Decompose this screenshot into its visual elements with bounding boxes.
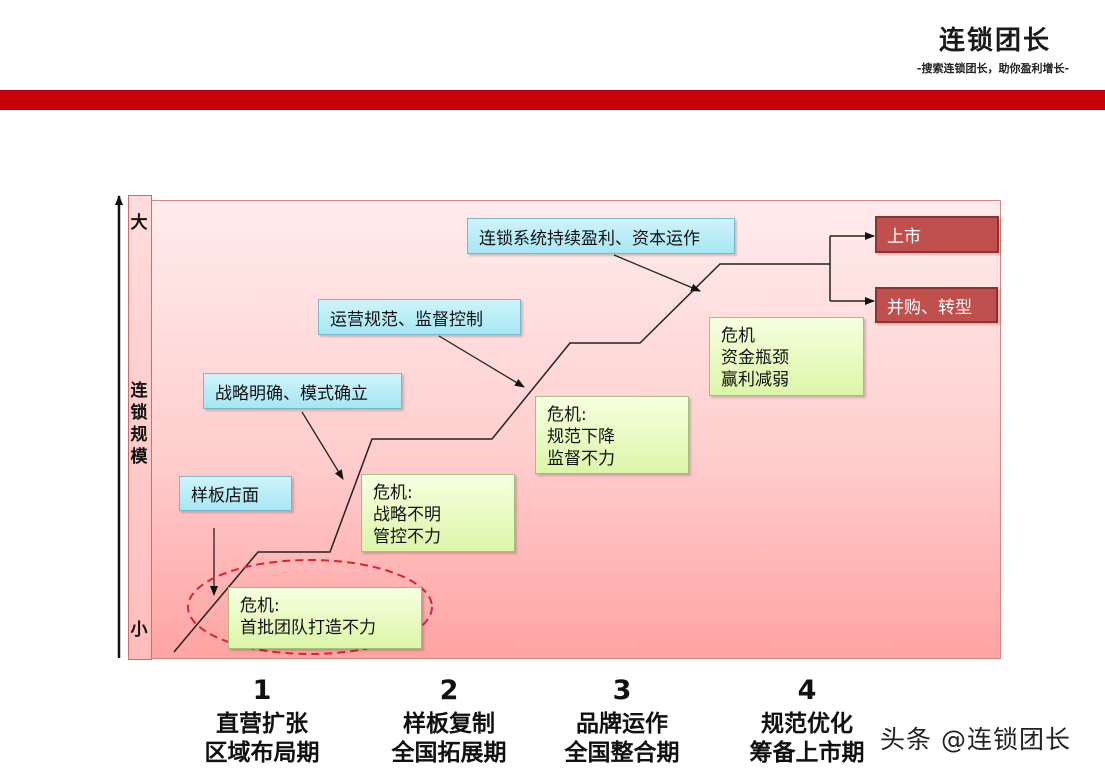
crisis-item: 战略不明 [373,505,441,525]
stage-period: 区域布局期 [204,740,320,766]
stage-title: 直营扩张 [216,711,308,737]
milestone-box-1: 样板店面 [179,476,292,511]
stage-period: 全国拓展期 [391,740,507,766]
axis-title-char: 规 [130,425,148,445]
axis-title: 连 锁 规 模 [128,380,150,468]
milestone-label-4: 连锁系统持续盈利、资本运作 [479,228,700,249]
callout-arrow-3 [438,335,525,388]
outcome-box-merge: 并购、转型 [875,287,998,323]
axis-title-char: 连 [130,381,148,401]
crisis-box-3: 危机: 规范下降 监督不力 [535,396,689,474]
crisis-item: 监督不力 [547,449,615,469]
axis-bottom-label: 小 [130,620,148,640]
crisis-heading: 危机 [721,326,755,346]
stage-number: 4 [797,675,817,706]
highlight-ellipse [187,559,433,655]
crisis-box-4: 危机 资金瓶颈 赢利减弱 [709,317,864,396]
crisis-item: 首批团队打造不力 [240,618,376,638]
stage-period: 全国整合期 [564,740,680,766]
crisis-item: 资金瓶颈 [721,348,789,368]
crisis-heading: 危机: [547,405,587,425]
stage-2: 2 样板复制 全国拓展期 [364,676,534,768]
stage-title: 品牌运作 [576,711,668,737]
milestone-label-3: 运营规范、监督控制 [330,309,483,330]
crisis-item: 规范下降 [547,427,615,447]
crisis-item: 赢利减弱 [721,370,789,390]
brand-title: 连锁团长 [938,26,1051,56]
crisis-box-1: 危机: 首批团队打造不力 [228,587,422,649]
outcome-label-merge: 并购、转型 [887,297,972,318]
axis-top-label: 大 [130,213,148,233]
crisis-item: 管控不力 [373,527,441,547]
axis-title-char: 锁 [130,403,148,423]
stage-4: 4 规范优化 筹备上市期 [722,676,892,768]
crisis-heading: 危机: [240,596,280,616]
milestone-box-4: 连锁系统持续盈利、资本运作 [467,218,735,254]
milestone-box-3: 运营规范、监督控制 [318,299,521,335]
milestone-label-2: 战略明确、模式确立 [215,383,368,404]
milestone-box-2: 战略明确、模式确立 [203,373,402,409]
stage-number: 3 [612,675,632,706]
milestone-label-1: 样板店面 [191,486,259,506]
outcome-label-ipo: 上市 [887,227,921,247]
brand-slogan: -搜索连锁团长，助你盈利增长- [916,62,1070,75]
watermark: 头条 @连锁团长 [880,725,1071,754]
stage-period: 筹备上市期 [749,740,865,766]
stage-1: 1 直营扩张 区域布局期 [177,676,347,768]
stage-number: 2 [439,675,459,706]
callout-arrow-4 [613,254,701,292]
stage-title: 样板复制 [403,711,495,737]
crisis-heading: 危机: [373,483,413,503]
outcome-box-ipo: 上市 [875,216,999,253]
header-red-band [0,90,1105,110]
axis-title-char: 模 [130,447,148,467]
axis-bar [128,195,152,660]
stage-title: 规范优化 [761,711,853,737]
stage-number: 1 [252,675,272,706]
stage-3: 3 品牌运作 全国整合期 [537,676,707,768]
callout-arrow-2 [301,411,344,480]
crisis-box-2: 危机: 战略不明 管控不力 [361,474,515,552]
